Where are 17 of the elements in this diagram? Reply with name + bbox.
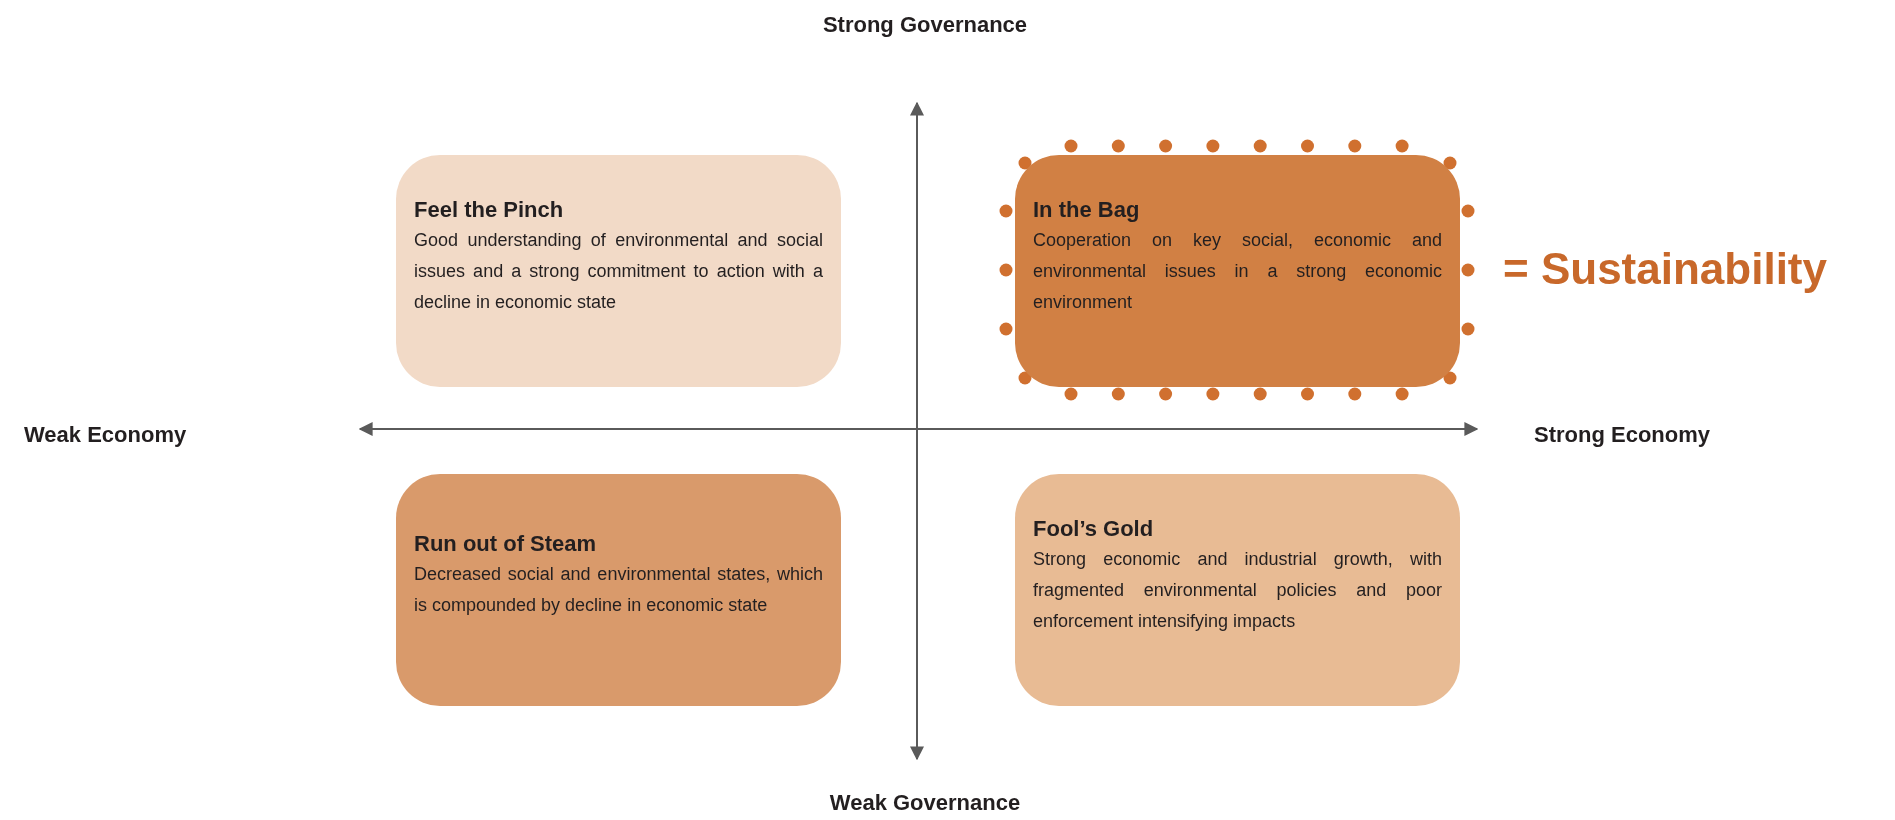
quadrant-description: Decreased social and environmental states, which is compounded by decline in economic state bbox=[414, 563, 823, 617]
axis-label: Weak Governance bbox=[829, 789, 1021, 817]
axis-label: Strong Governance bbox=[822, 11, 1028, 39]
quadrant-box bbox=[1015, 474, 1460, 706]
quadrant-box bbox=[396, 155, 841, 387]
result-label: = Sustainability bbox=[1503, 243, 1827, 295]
quadrant-title: Fool’s Gold bbox=[1033, 514, 1154, 543]
quadrant-description: Cooperation on key social, economic and environmental issues in a strong economic environment bbox=[1033, 228, 1442, 314]
quadrant-title: Run out of Steam bbox=[414, 530, 597, 558]
quadrant-box bbox=[396, 474, 841, 706]
quadrant-description: Good understanding of environmental and social issues and a strong commitment to action with a decline in economic state bbox=[414, 228, 823, 314]
quadrant-title: Feel the Pinch bbox=[414, 195, 564, 224]
quadrant-description: Strong economic and industrial growth, with fragmented environmental policies and poor enforcement intensifying impacts bbox=[1033, 547, 1442, 633]
quadrant-box bbox=[1015, 155, 1460, 387]
quadrant-title: In the Bag bbox=[1033, 195, 1140, 224]
axis-label: Strong Economy bbox=[1534, 421, 1710, 449]
axis-label: Weak Economy bbox=[24, 421, 187, 449]
